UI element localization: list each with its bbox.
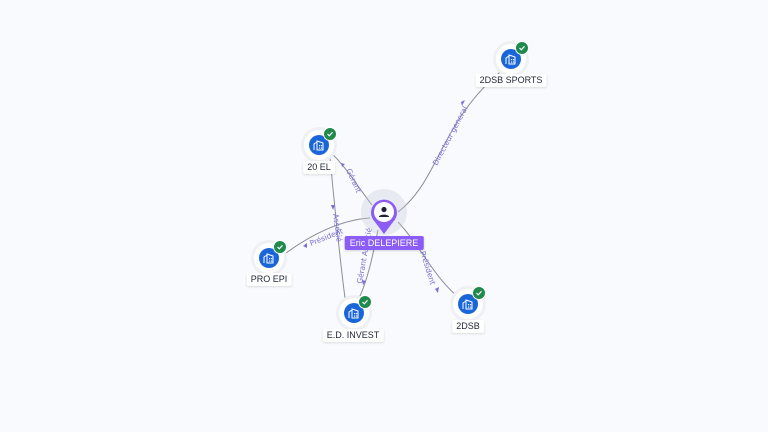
arrow-2dsb-sports xyxy=(461,100,465,106)
verified-check-icon xyxy=(358,295,372,309)
company-label-2dsb[interactable]: 2DSB xyxy=(452,320,484,333)
building-icon xyxy=(501,49,521,69)
edge-label-gerant-20el: Gérant xyxy=(344,167,363,194)
company-label-2dsb-sports[interactable]: 2DSB SPORTS xyxy=(475,74,547,87)
edge-president-proepi xyxy=(281,217,371,257)
arrow-ed-invest xyxy=(362,280,366,285)
building-icon xyxy=(259,248,279,268)
company-node-ed-invest[interactable] xyxy=(339,295,372,328)
edge-associe xyxy=(329,157,346,299)
verified-check-icon xyxy=(472,286,486,300)
building-icon xyxy=(344,303,364,323)
company-node-20-el[interactable] xyxy=(304,127,337,160)
company-label-ed-invest[interactable]: E.D. INVEST xyxy=(322,329,384,342)
edge-label-directeur-general: Directeur general xyxy=(431,105,470,167)
edge-label-associe: Associé xyxy=(331,213,344,243)
company-label-pro-epi[interactable]: PRO EPI xyxy=(246,273,292,286)
company-node-2dsb[interactable] xyxy=(453,286,486,319)
edge-president-2dsb xyxy=(397,221,463,301)
arrow-associe xyxy=(331,205,335,210)
arrow-2dsb xyxy=(435,287,439,293)
building-icon xyxy=(309,135,329,155)
company-node-pro-epi[interactable] xyxy=(254,240,287,273)
verified-check-icon xyxy=(323,127,337,141)
company-label-20-el[interactable]: 20 EL xyxy=(303,161,335,174)
center-person-label[interactable]: Eric DELEPIERE xyxy=(344,236,424,250)
person-pin-icon xyxy=(371,199,397,234)
company-node-2dsb-sports[interactable] xyxy=(496,41,529,74)
center-person-node[interactable] xyxy=(368,196,400,236)
arrow-20-el xyxy=(341,163,345,167)
edge-directeur-general xyxy=(397,67,506,213)
building-icon xyxy=(458,294,478,314)
edge-gerant-20el xyxy=(329,151,373,206)
arrow-pro-epi xyxy=(303,243,307,248)
verified-check-icon xyxy=(273,240,287,254)
edge-label-president-2dsb: Président xyxy=(418,250,437,286)
verified-check-icon xyxy=(515,41,529,55)
